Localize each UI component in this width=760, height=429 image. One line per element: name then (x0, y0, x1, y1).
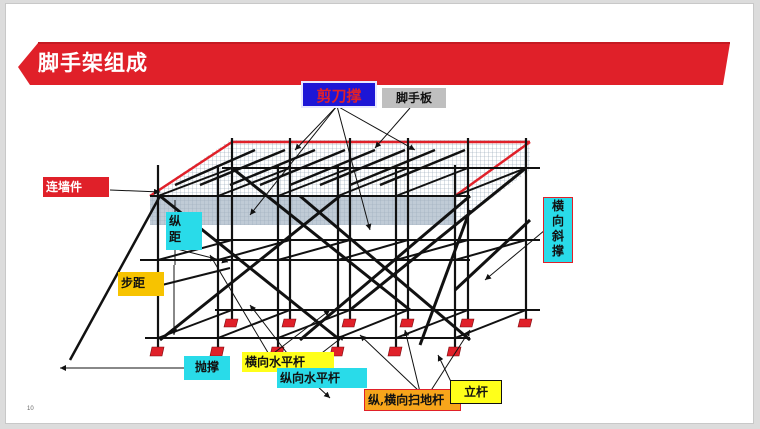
title-banner (18, 42, 730, 85)
slide-title: 脚手架组成 (38, 51, 148, 75)
label-buju: 步距 (118, 272, 164, 296)
label-zongju: 纵 距 (166, 212, 202, 250)
label-hengxiang-xiecheng: 横 向 斜 撑 (543, 197, 573, 263)
label-hengxiang-shuipinggan: 横向水平杆 (242, 352, 334, 372)
label-jiandaocheng: 剪刀撑 (301, 81, 377, 108)
label-paocheng: 抛撑 (184, 356, 230, 380)
label-jiaoshouban: 脚手板 (382, 88, 446, 108)
label-saodigan: 纵,横向扫地杆 (364, 389, 461, 411)
page-number: 10 (27, 406, 34, 412)
label-zongxiang-shuipinggan: 纵向水平杆 (277, 368, 367, 388)
raking-shore (68, 195, 162, 361)
label-lianqiangjian: 连墙件 (43, 177, 109, 197)
label-ligan: 立杆 (450, 380, 502, 404)
horizontal-ledgers (140, 167, 540, 339)
